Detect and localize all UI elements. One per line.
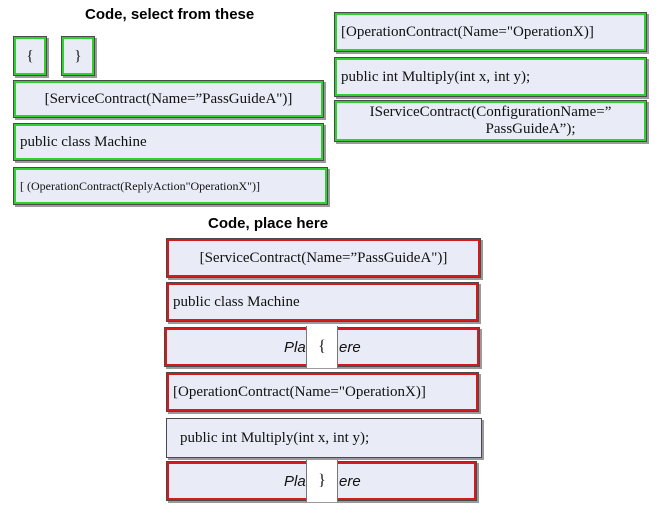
slot-operation-contract[interactable]: [OperationContract(Name="OperationX)] — [166, 372, 479, 412]
service-contract-label: [ServiceContract(Name=”PassGuideA")] — [44, 90, 293, 107]
slot-multiply-label: public int Multiply(int x, int y); — [180, 429, 370, 446]
slot-multiply[interactable]: public int Multiply(int x, int y); — [166, 418, 482, 458]
iservice-contract-label: IServiceContract(ConfigurationName=” Pas… — [370, 104, 612, 138]
slot-public-class-label: public class Machine — [173, 293, 300, 310]
slot-service-contract[interactable]: [ServiceContract(Name=”PassGuideA")] — [166, 238, 481, 278]
slot-service-contract-label: [ServiceContract(Name=”PassGuideA")] — [199, 249, 448, 266]
slot-public-class[interactable]: public class Machine — [166, 282, 479, 322]
iservice-line-1: IServiceContract(ConfigurationName=” — [369, 104, 612, 120]
multiply-label: public int Multiply(int x, int y); — [341, 68, 531, 85]
placeholder-1-brace[interactable]: { — [306, 326, 338, 368]
operation-reply-label: [ (OperationContract(ReplyAction"Operati… — [20, 178, 261, 193]
operation-contract-label: [OperationContract(Name="OperationX)] — [341, 23, 594, 40]
iservice-contract-tile[interactable]: IServiceContract(ConfigurationName=” Pas… — [334, 100, 647, 142]
open-brace-label: { — [26, 47, 34, 64]
close-brace-tile[interactable]: } — [61, 36, 95, 76]
operation-contract-tile[interactable]: [OperationContract(Name="OperationX)] — [334, 12, 647, 52]
slot-placeholder-1[interactable]: Pla { ere — [164, 326, 480, 368]
public-class-tile[interactable]: public class Machine — [13, 123, 324, 161]
placeholder-2-brace[interactable]: } — [306, 460, 338, 502]
open-brace-tile[interactable]: { — [13, 36, 47, 76]
placeholder-2-right-text: ere — [339, 472, 361, 490]
close-brace-label: } — [74, 47, 82, 64]
source-heading: Code, select from these — [85, 6, 255, 23]
service-contract-tile[interactable]: [ServiceContract(Name=”PassGuideA")] — [13, 80, 324, 118]
slot-placeholder-2[interactable]: Pla } ere — [166, 460, 477, 502]
slot-operation-contract-label: [OperationContract(Name="OperationX)] — [173, 383, 426, 400]
placeholder-2-left-text: Pla — [284, 472, 306, 490]
target-heading: Code, place here — [208, 215, 329, 232]
operation-reply-tile[interactable]: [ (OperationContract(ReplyAction"Operati… — [13, 167, 328, 205]
iservice-line-2: PassGuideA”); — [485, 121, 576, 137]
public-class-label: public class Machine — [20, 133, 147, 150]
placeholder-1-left-text: Pla — [284, 338, 306, 356]
placeholder-1-right-text: ere — [339, 338, 361, 356]
multiply-tile[interactable]: public int Multiply(int x, int y); — [334, 57, 647, 97]
